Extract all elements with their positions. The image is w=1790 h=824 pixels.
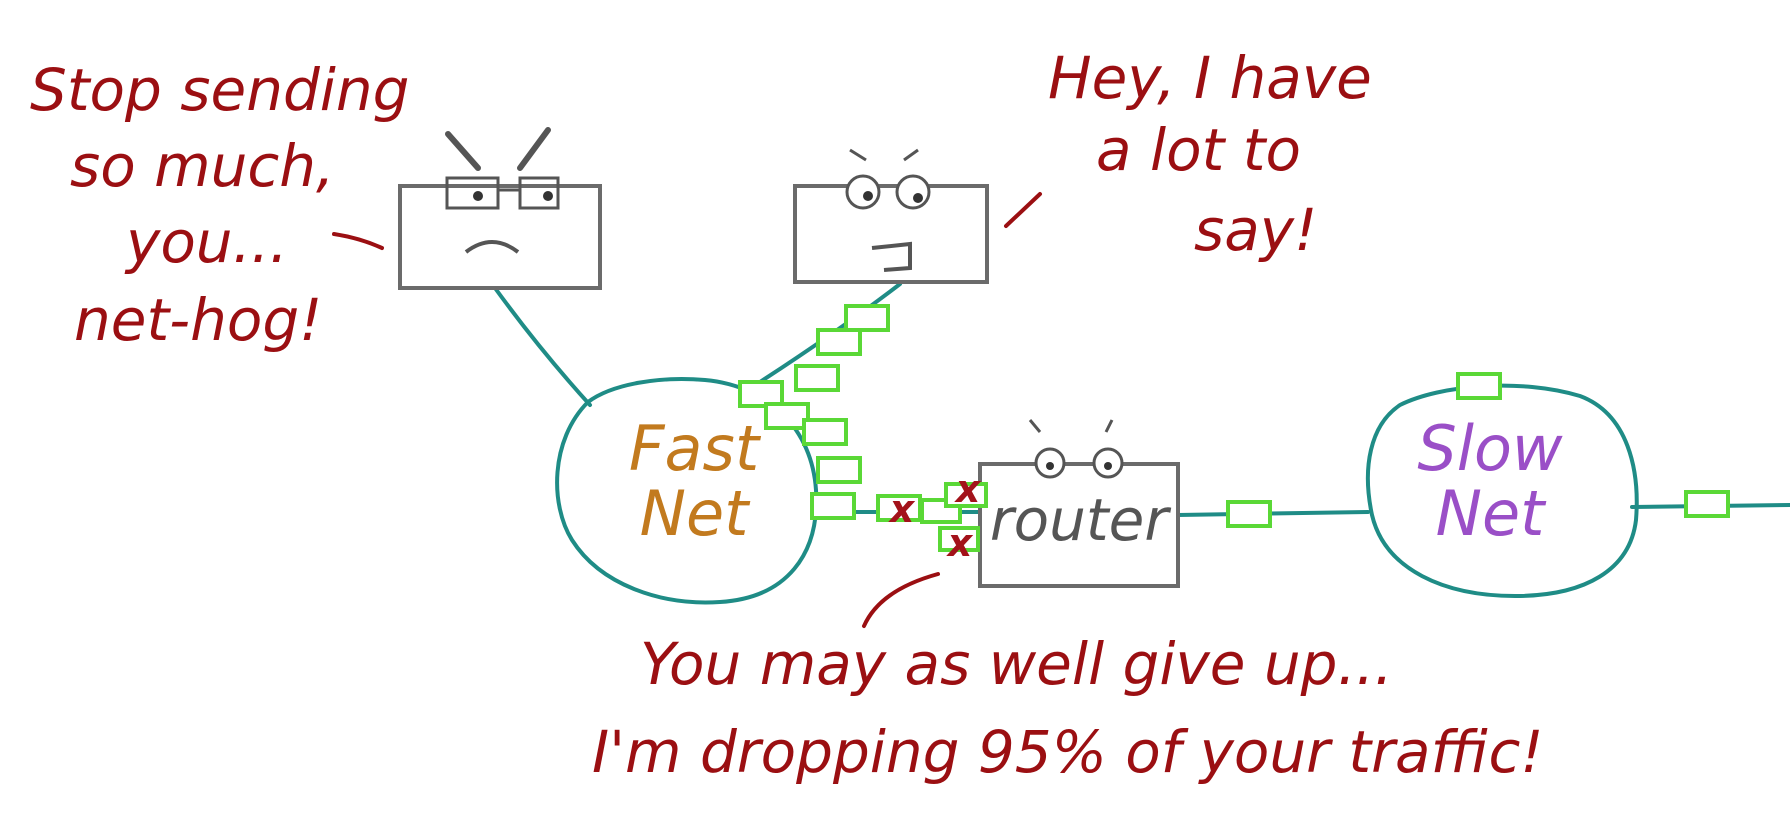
speech-pointer-bottom: [862, 572, 940, 628]
packet: [938, 526, 980, 552]
worried-eyebrows-icon: [1028, 419, 1114, 433]
packet: [1226, 500, 1272, 528]
router-warning: You may as well give up... I'm dropping …: [592, 630, 1544, 786]
bottom-speech-line1: You may as well give up...: [640, 630, 1393, 698]
link-router-slownet: [1176, 510, 1370, 517]
packet: [794, 364, 840, 392]
right-speech-line2: a lot to: [1096, 116, 1301, 184]
packet: [816, 328, 862, 356]
fast-net-cloud: [555, 376, 819, 605]
bottom-speech-line2: I'm dropping 95% of your traffic!: [592, 718, 1544, 786]
packet: [764, 402, 810, 430]
frown-icon: [464, 240, 520, 254]
raised-eyebrows-icon: [849, 148, 919, 162]
slow-net-label-line2: Net: [1436, 477, 1548, 550]
slow-net-cloud: [1365, 383, 1639, 599]
speech-pointer-right: [1004, 192, 1042, 228]
talkative-reply: Hey, I have a lot to say!: [1048, 44, 1372, 264]
right-speech-line1: Hey, I have: [1048, 44, 1372, 112]
fast-net-label-line1: Fast: [629, 412, 762, 485]
packet: [1456, 372, 1502, 400]
packet: [944, 482, 988, 508]
fast-net-label-line2: Net: [640, 477, 752, 550]
router-label: router: [990, 486, 1172, 554]
netHog-complaint: Stop sending so much, you... net-hog!: [30, 56, 409, 354]
drop-mark: x: [888, 487, 916, 531]
link-host1-fastnet: [493, 286, 592, 407]
left-speech-line3: you...: [124, 208, 288, 276]
left-speech-line2: so much,: [70, 132, 334, 200]
packet: [816, 456, 862, 484]
talkative-host-computer: [793, 148, 989, 284]
talking-mouth-icon: [871, 241, 912, 272]
packet: [810, 492, 856, 520]
slow-net-label-line1: Slow: [1417, 412, 1563, 485]
packet: [802, 418, 848, 446]
glasses-icon: [445, 176, 560, 210]
right-speech-line3: say!: [1194, 196, 1317, 264]
angry-host-computer: [398, 127, 602, 290]
packet: [844, 304, 890, 332]
packet: [1684, 490, 1730, 518]
left-speech-line4: net-hog!: [74, 286, 322, 354]
left-speech-line1: Stop sending: [30, 56, 409, 124]
drop-mark: x: [954, 467, 982, 511]
angry-eyebrows-icon: [445, 127, 551, 171]
packets: [738, 304, 1730, 552]
router-box: router: [978, 419, 1180, 588]
drop-mark: x: [946, 521, 974, 565]
speech-pointer-left: [332, 232, 384, 250]
